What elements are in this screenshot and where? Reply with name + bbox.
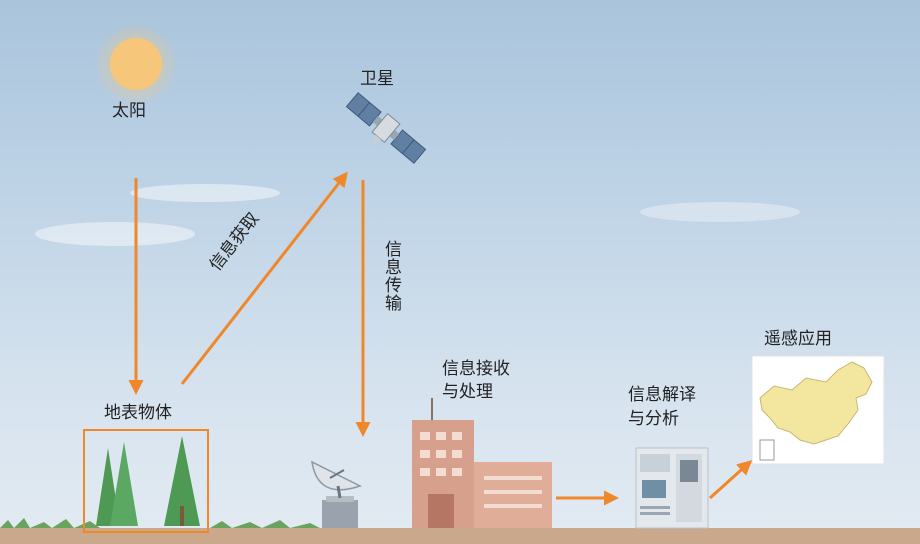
- tree-icon: [96, 436, 200, 526]
- decode-analyze-label-line2: 与分析: [628, 409, 679, 429]
- receive-process-label-line2: 与处理: [442, 382, 493, 402]
- ground-object-label: 地表物体: [104, 403, 172, 423]
- china-map-icon: [751, 355, 885, 465]
- application-label: 遥感应用: [764, 329, 832, 349]
- sun-label: 太阳: [112, 101, 146, 121]
- cloud: [640, 202, 800, 222]
- decode-analyze-label-line1: 信息解译: [628, 385, 696, 405]
- ground-strip: [0, 528, 920, 544]
- building-icon: [412, 398, 552, 528]
- satellite-label: 卫星: [360, 69, 394, 89]
- receive-process-label-line1: 信息接收: [442, 359, 510, 379]
- arrow-ground-to-satellite: [180, 171, 348, 385]
- computer-terminal-icon: [635, 447, 709, 529]
- dish-antenna-icon: [311, 460, 362, 528]
- satellite-icon: [345, 92, 427, 164]
- arrow-analysis-to-application: [708, 459, 753, 500]
- cloud: [130, 184, 280, 202]
- sun-icon: [94, 22, 178, 106]
- info-transmission-label: 信息传输: [381, 240, 401, 312]
- ground-object-box: [83, 429, 209, 533]
- cloud: [35, 222, 195, 246]
- grass: [0, 518, 320, 528]
